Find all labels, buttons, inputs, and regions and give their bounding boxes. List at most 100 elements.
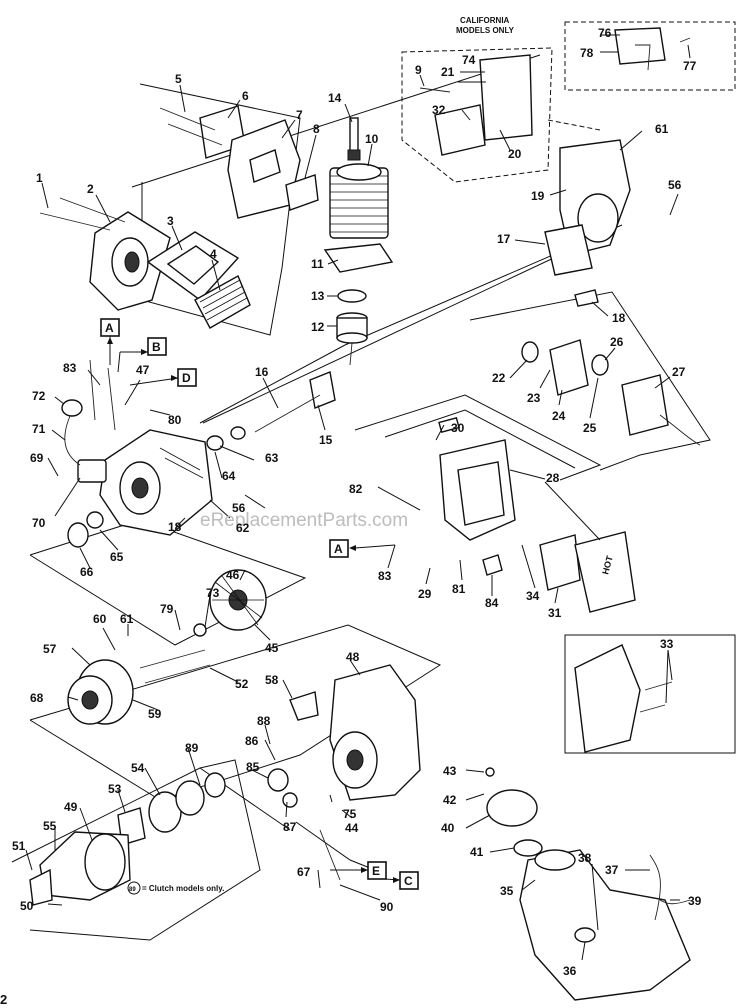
california-header-line2: MODELS ONLY: [456, 26, 515, 35]
callout-21: 21: [441, 65, 455, 79]
callout-7: 7: [296, 108, 303, 122]
drive-housing: [267, 768, 341, 881]
callout-70: 70: [32, 516, 46, 530]
callout-4: 4: [210, 247, 217, 261]
callout-30: 30: [451, 421, 465, 435]
callout-19: 19: [531, 189, 545, 203]
callout-61a: 61: [655, 122, 669, 136]
california-parts: [419, 27, 691, 156]
callout-89: 89: [185, 741, 199, 755]
callout-47: 47: [136, 363, 150, 377]
callout-39: 39: [688, 894, 702, 908]
clutch-assembly: [29, 772, 226, 906]
watermark: eReplacementParts.com: [200, 510, 408, 531]
callout-23: 23: [527, 391, 541, 405]
callout-63: 63: [265, 451, 279, 465]
air-cleaner: HOT: [438, 416, 636, 613]
callout-11: 11: [311, 257, 324, 271]
callout-81: 81: [452, 582, 466, 596]
spark-plug: [347, 117, 361, 161]
callout-leaders: [25, 34, 691, 961]
ref-box-a-mid: [329, 539, 349, 558]
drive-hub: [67, 511, 104, 548]
fuel-tank: [519, 849, 691, 1001]
ref-label-b: B: [152, 340, 161, 354]
filter-plate: [146, 231, 240, 301]
bracket: [289, 691, 319, 721]
callout-59: 59: [148, 707, 162, 721]
clutch-note-marker: 89: [129, 887, 136, 893]
starter-assembly: [67, 649, 211, 725]
callout-64: 64: [222, 469, 236, 483]
callout-3: 3: [167, 214, 174, 228]
callout-29: 29: [418, 587, 432, 601]
clutch-note-text: = Clutch models only.: [142, 884, 224, 893]
reference-boxes: A B D A E C: [100, 318, 419, 890]
muffler-detail-box: [564, 634, 736, 754]
callout-14: 14: [328, 91, 342, 105]
callout-83a: 83: [63, 361, 77, 375]
filter-element: [194, 275, 251, 329]
crankcase: [99, 429, 213, 536]
ref-label-d: D: [182, 371, 191, 385]
fuel-cap: [485, 767, 543, 857]
callout-74: 74: [462, 53, 476, 67]
callout-13: 13: [311, 289, 325, 303]
assembly-boundaries: [11, 54, 711, 941]
callout-46: 46: [226, 568, 240, 582]
callout-18b: 18: [168, 520, 182, 534]
air-box: [199, 105, 319, 219]
cylinder: [329, 163, 389, 239]
callout-20: 20: [508, 147, 522, 161]
callout-6: 6: [242, 89, 249, 103]
crankshaft: [254, 394, 321, 433]
callout-85: 85: [246, 760, 260, 774]
callout-49: 49: [64, 800, 78, 814]
muffler-tag: HOT: [600, 554, 615, 575]
ref-label-c: C: [404, 874, 413, 888]
part-callouts: 1 2 3 4 5 6 7 8 9 10 11 12 13 14 15 16 1…: [12, 26, 702, 978]
callout-1: 1: [36, 171, 43, 185]
callout-15: 15: [319, 433, 333, 447]
callout-67: 67: [297, 865, 311, 879]
callout-58: 58: [265, 673, 279, 687]
callout-9: 9: [415, 63, 422, 77]
ref-box-b: [147, 337, 167, 356]
california-header-line1: CALIFORNIA: [460, 16, 510, 25]
callout-38: 38: [578, 851, 592, 865]
callout-28: 28: [546, 471, 560, 485]
fan-housing: [329, 664, 421, 801]
callout-55: 55: [43, 819, 57, 833]
callout-72: 72: [32, 389, 46, 403]
callout-77: 77: [683, 59, 697, 73]
callout-33: 33: [660, 637, 674, 651]
ref-arrows: [107, 337, 400, 883]
callout-82: 82: [349, 482, 363, 496]
callout-66: 66: [80, 565, 94, 579]
ref-label-a-top: A: [105, 321, 114, 335]
piston-assembly: [309, 243, 394, 409]
callout-24: 24: [552, 409, 566, 423]
callout-84: 84: [485, 596, 499, 610]
callout-56b: 56: [232, 501, 246, 515]
callout-86: 86: [245, 734, 259, 748]
callout-45: 45: [265, 641, 279, 655]
callout-50: 50: [20, 899, 34, 913]
callout-87: 87: [283, 820, 297, 834]
callout-2: 2: [87, 182, 94, 196]
corner-mark: 2: [0, 992, 7, 1007]
callout-71: 71: [32, 422, 46, 436]
callout-90: 90: [380, 900, 394, 914]
studs: [159, 107, 223, 146]
callout-83b: 83: [378, 569, 392, 583]
carburetor: [521, 339, 701, 446]
callout-12: 12: [311, 320, 325, 334]
flywheel: [193, 569, 267, 637]
callout-27: 27: [672, 365, 686, 379]
ref-box-e: [367, 861, 387, 880]
ignition-module: [61, 359, 116, 483]
ref-label-a-mid: A: [334, 542, 343, 556]
ref-box-c: [399, 871, 419, 890]
ref-box-d: [177, 368, 197, 387]
callout-22: 22: [492, 371, 506, 385]
